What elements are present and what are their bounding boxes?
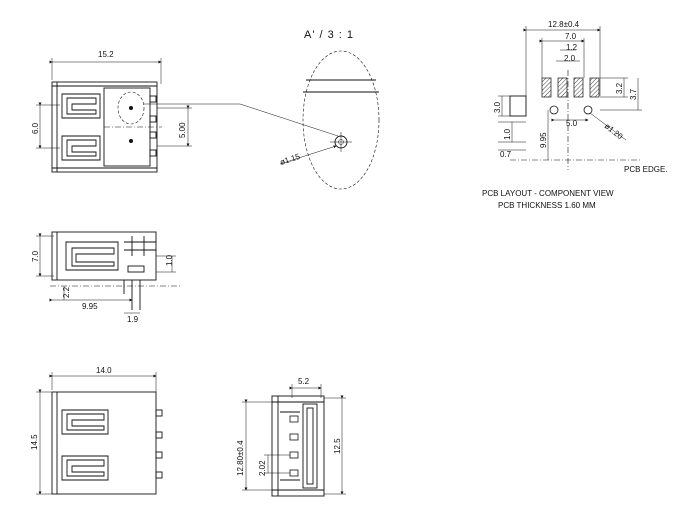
top-view-pin-spacing-label: 5.00 [178,122,187,138]
side-view: 7.0 1.0 2.2 9.95 1.9 [31,231,180,324]
bottom-view-pitch-label: 2.02 [258,460,267,476]
bottom-view-width-label: 5.2 [298,377,310,386]
side-view-depth-label: 9.95 [82,302,98,311]
pcb-pitch-label: 2.0 [564,54,576,63]
top-view-width-label: 15.2 [98,50,114,59]
front-view: 14.0 14.5 [30,366,163,495]
pcb-layout: 12.8±0.4 7.0 1.2 2.0 3.2 3.7 3.0 [482,20,668,210]
bottom-view-length-label: 12.80±0.4 [236,440,245,476]
side-view-height-label: 7.0 [31,250,40,262]
front-view-height-label: 14.5 [30,434,39,450]
top-view: 15.2 6.0 5.00 [31,50,339,173]
detail-title: A' / 3 : 1 [304,29,354,41]
pcb-edge-label: PCB EDGE. [624,165,668,174]
pcb-caption-line1: PCB LAYOUT - COMPONENT VIEW [482,189,614,198]
pcb-caption-line2: PCB THICKNESS 1.60 MM [498,201,596,210]
pcb-pin-offset-label: 1.0 [503,128,512,140]
pcb-edge-offset-label: 0.7 [500,150,512,159]
pcb-hole-dia-label: ø1.20 [603,121,625,141]
bottom-view-body-label: 12.5 [333,438,342,454]
top-view-height-label: 6.0 [31,122,40,134]
pcb-overall-label: 12.8±0.4 [548,20,580,29]
pcb-pad-depth-label: 3.7 [629,88,638,100]
side-view-standoff-label: 2.2 [62,286,71,298]
pcb-hole-pitch-label: 5.0 [566,119,578,128]
pcb-hole-to-edge-label: 9.95 [539,132,548,148]
pcb-slot-span-label: 7.0 [565,32,577,41]
bottom-view: 5.2 12.80±0.4 2.02 12.5 [236,377,346,497]
side-view-tail-label: 1.9 [127,315,139,324]
detail-view: A' / 3 : 1 ø1.15 [279,29,380,190]
detail-hole-dia-label: ø1.15 [279,152,302,167]
pcb-pin-row-height-label: 3.0 [493,101,502,113]
front-view-width-label: 14.0 [96,366,112,375]
pcb-inner-span-label: 1.2 [566,43,578,52]
side-view-offset-label: 1.0 [165,254,174,266]
pcb-slot-len-label: 3.2 [615,82,624,94]
